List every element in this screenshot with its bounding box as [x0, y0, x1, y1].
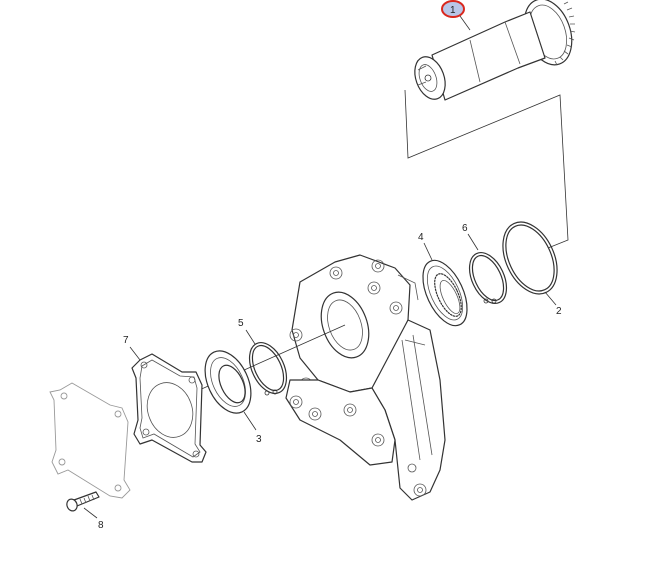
svg-text:5: 5: [238, 318, 244, 329]
callout-7[interactable]: 7: [123, 335, 141, 361]
svg-text:2: 2: [556, 306, 562, 317]
part-gasket[interactable]: [131, 353, 207, 463]
svg-text:6: 6: [462, 223, 468, 234]
part-bolt[interactable]: [65, 491, 100, 512]
svg-text:7: 7: [123, 335, 129, 346]
part-shaft-gear[interactable]: [409, 0, 580, 103]
svg-text:1: 1: [450, 5, 456, 16]
svg-text:3: 3: [256, 434, 262, 445]
part-cover-plate[interactable]: [49, 382, 131, 499]
part-oil-seal[interactable]: [196, 344, 260, 421]
assembly-leader-line: [404, 89, 569, 249]
part-housing[interactable]: [285, 254, 446, 501]
part-circlip-lower[interactable]: [242, 337, 294, 399]
callout-4[interactable]: 4: [418, 232, 433, 261]
part-circlip-upper[interactable]: [462, 247, 514, 309]
callout-2[interactable]: 2: [544, 291, 562, 317]
svg-text:4: 4: [418, 232, 424, 243]
callout-5[interactable]: 5: [238, 318, 256, 345]
part-bearing[interactable]: [414, 254, 476, 333]
callout-1[interactable]: 1: [441, 0, 471, 31]
callout-6[interactable]: 6: [462, 223, 479, 251]
callout-3[interactable]: 3: [243, 411, 262, 445]
part-o-ring[interactable]: [492, 213, 568, 302]
callout-8[interactable]: 8: [83, 507, 104, 531]
svg-text:8: 8: [98, 520, 104, 531]
